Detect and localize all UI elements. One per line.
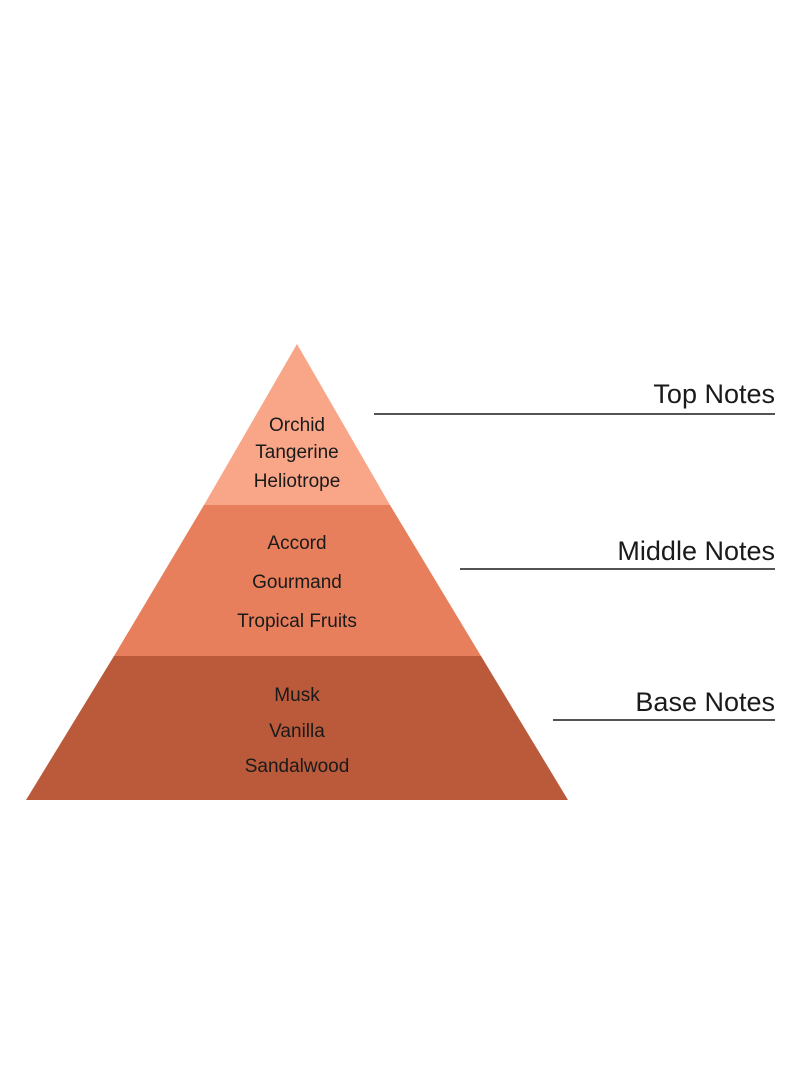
tier-middle-shape [114,505,481,656]
note-middle-2: Gourmand [252,572,342,593]
note-top-3: Heliotrope [254,471,341,492]
tier-label-base: Base Notes [635,687,775,717]
tier-label-top: Top Notes [653,379,775,409]
note-middle-1: Accord [267,533,326,554]
tier-label-middle: Middle Notes [617,536,775,566]
note-base-3: Sandalwood [245,756,350,777]
note-top-1: Orchid [269,415,325,436]
tier-top-shape [204,344,390,505]
note-middle-3: Tropical Fruits [237,611,357,632]
note-base-2: Vanilla [269,721,325,742]
tier-base: Musk Vanilla Sandalwood Base Notes [26,656,775,800]
note-base-1: Musk [274,685,320,706]
note-top-2: Tangerine [255,442,338,463]
tier-top: Orchid Tangerine Heliotrope Top Notes [204,344,775,505]
tier-middle: Accord Gourmand Tropical Fruits Middle N… [114,505,775,656]
tier-base-shape [26,656,568,800]
